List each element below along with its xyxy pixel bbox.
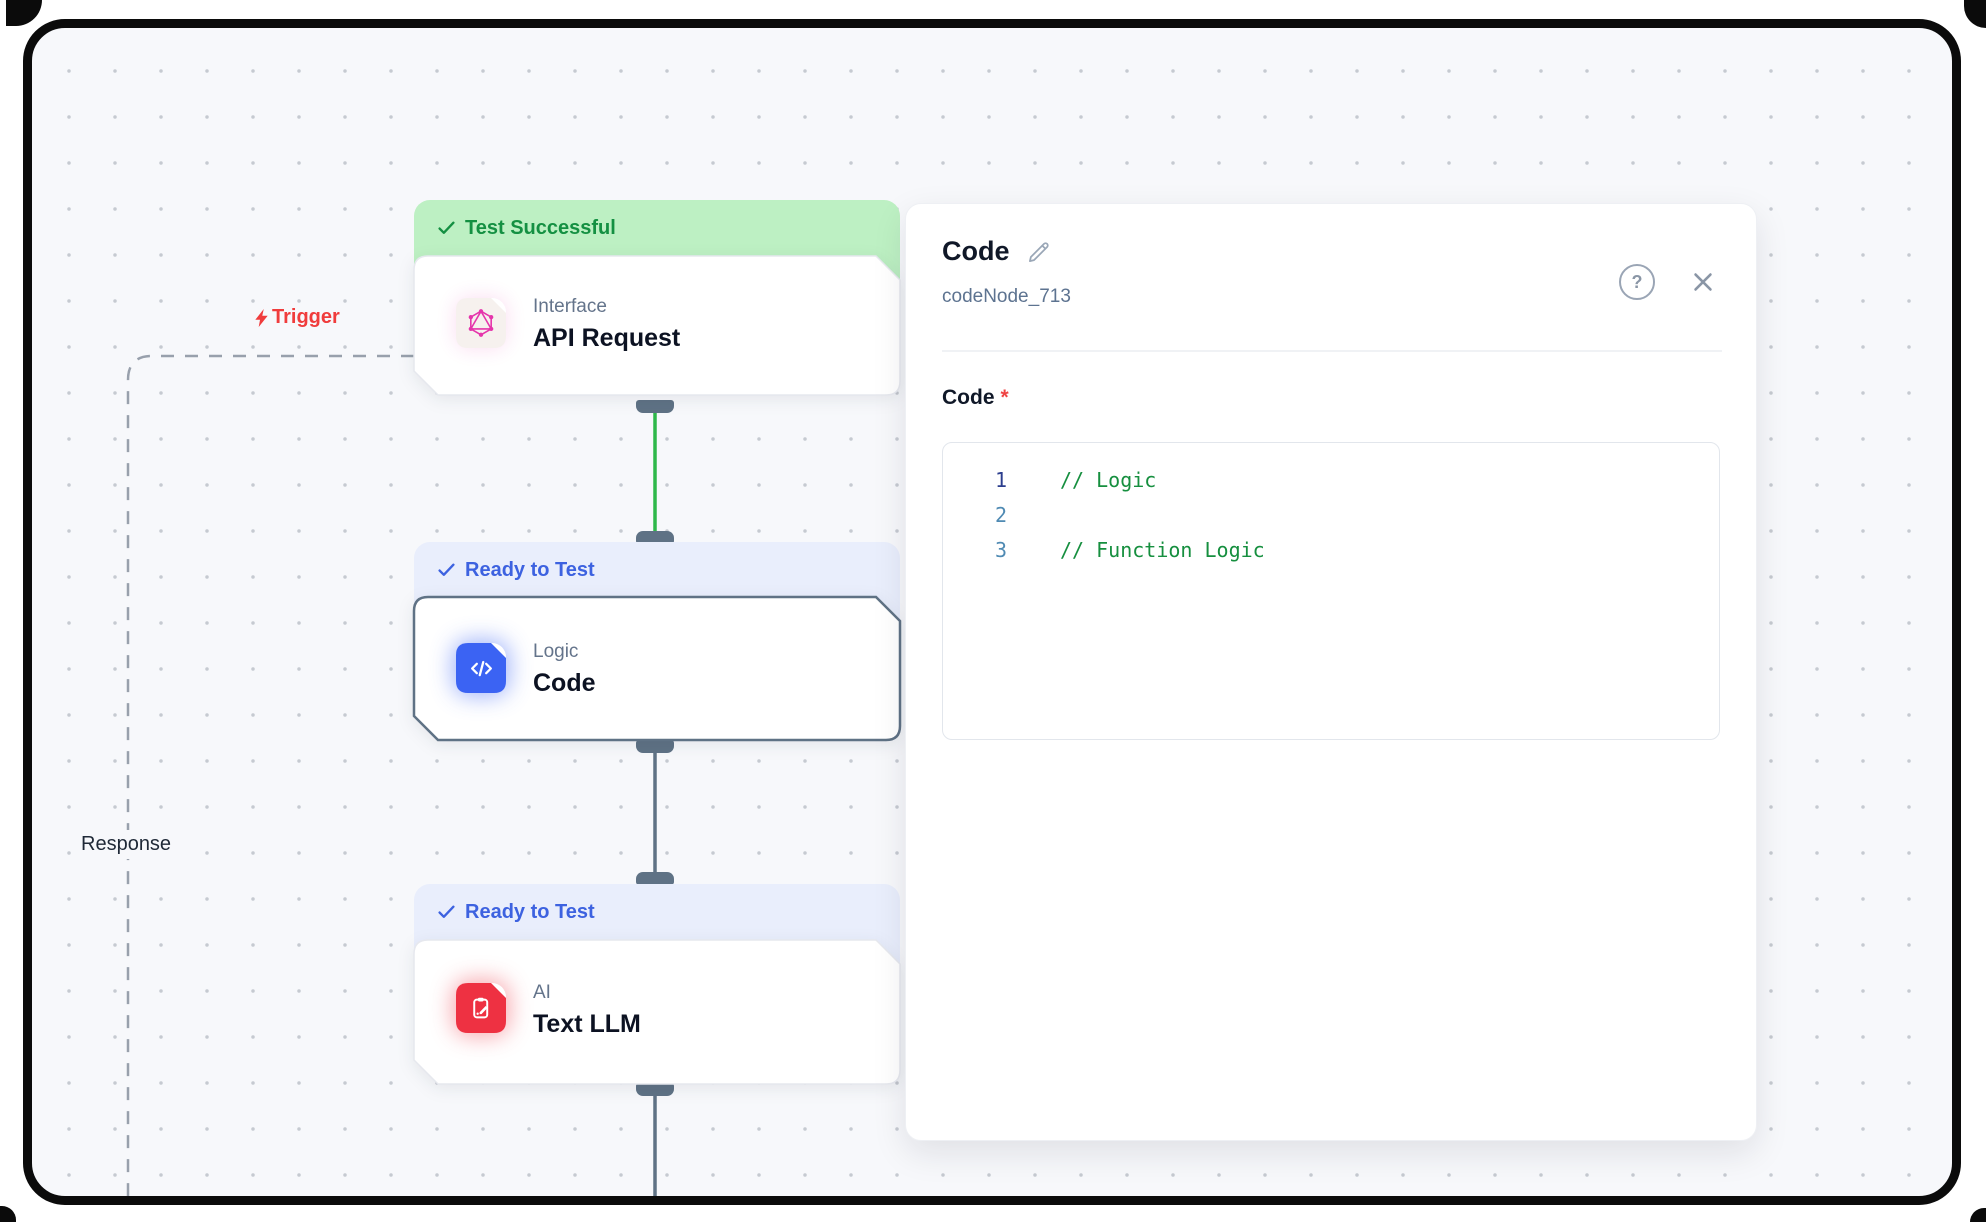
node-title: Code xyxy=(533,669,596,697)
response-edge xyxy=(126,354,414,1196)
editor-line: 3 // Function Logic xyxy=(943,533,1719,568)
node-title: API Request xyxy=(533,324,681,352)
corner-crop-mark xyxy=(6,0,42,26)
node-details-panel: Code codeNode_713 ? Code* 1 // Logic 2 xyxy=(905,203,1757,1141)
graphql-icon xyxy=(456,298,506,348)
line-code: // Function Logic xyxy=(1060,538,1265,562)
corner-crop-mark xyxy=(1970,1208,1986,1222)
panel-node-id: codeNode_713 xyxy=(942,286,1071,307)
workflow-canvas[interactable]: Trigger Response Test Successful xyxy=(23,19,1961,1205)
lightning-icon xyxy=(255,308,268,327)
panel-divider xyxy=(942,350,1722,352)
check-icon xyxy=(438,221,455,234)
port-code-output[interactable] xyxy=(636,740,674,753)
required-marker: * xyxy=(1000,386,1009,409)
node-category: Logic xyxy=(533,641,579,662)
code-icon xyxy=(456,643,506,693)
node-status-text: Ready to Test xyxy=(465,900,595,923)
code-field-label-text: Code xyxy=(942,386,995,409)
node-category: Interface xyxy=(533,296,607,317)
node-status-text: Test Successful xyxy=(465,216,616,239)
close-icon[interactable] xyxy=(1687,266,1719,298)
clipboard-pen-icon xyxy=(456,983,506,1033)
node-title: Text LLM xyxy=(533,1010,641,1038)
node-text-llm[interactable]: Ready to Test AI xyxy=(413,884,901,1110)
node-card-shape-selected xyxy=(412,595,902,742)
node-icon-wrap xyxy=(456,983,506,1033)
node-card-shape xyxy=(413,939,901,1085)
editor-line: 1 // Logic xyxy=(943,463,1719,498)
corner-crop-mark xyxy=(0,1206,16,1222)
port-api-output[interactable] xyxy=(636,400,674,413)
panel-title: Code xyxy=(942,236,1010,266)
edit-pencil-icon[interactable] xyxy=(1026,240,1052,271)
editor-line: 2 xyxy=(943,498,1719,533)
trigger-label: Trigger xyxy=(254,306,340,329)
check-icon xyxy=(438,905,455,918)
edge-layer xyxy=(126,354,657,1196)
line-number: 3 xyxy=(994,538,1007,562)
corner-crop-mark xyxy=(1964,0,1986,28)
node-code[interactable]: Ready to Test Logic Code xyxy=(412,542,902,768)
response-label: Response xyxy=(72,830,181,859)
node-card-shape xyxy=(413,255,901,396)
line-number: 2 xyxy=(994,503,1007,527)
help-icon[interactable]: ? xyxy=(1619,264,1655,300)
node-icon-wrap xyxy=(456,298,506,348)
port-llm-input[interactable] xyxy=(636,872,674,885)
node-category: AI xyxy=(533,982,551,1003)
code-editor[interactable]: 1 // Logic 2 3 // Function Logic xyxy=(942,442,1720,740)
line-number: 1 xyxy=(994,468,1007,492)
port-code-input[interactable] xyxy=(636,531,674,544)
line-code: // Logic xyxy=(1060,468,1157,492)
code-field-label: Code* xyxy=(942,386,1009,410)
port-llm-output[interactable] xyxy=(636,1083,674,1096)
check-icon xyxy=(438,563,455,576)
trigger-label-text: Trigger xyxy=(272,306,340,328)
help-glyph: ? xyxy=(1631,271,1643,292)
node-api-request[interactable]: Test Successful xyxy=(413,200,901,424)
node-icon-wrap xyxy=(456,643,506,693)
node-status-text: Ready to Test xyxy=(465,558,595,581)
